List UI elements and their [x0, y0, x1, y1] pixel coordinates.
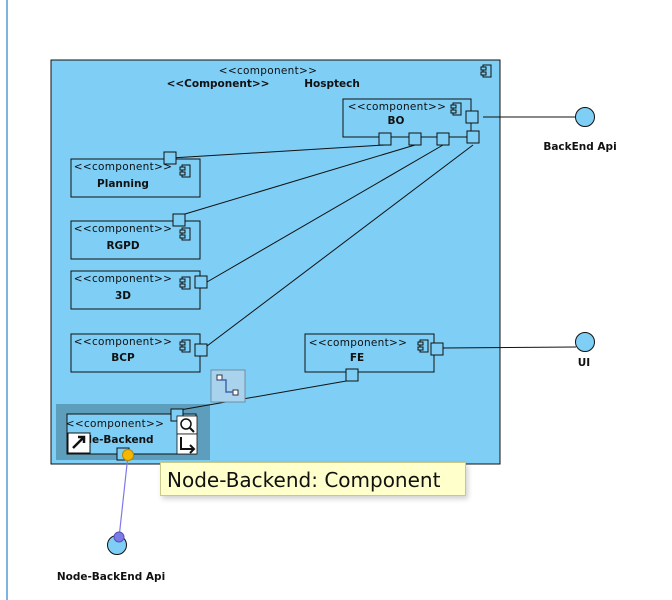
rgpd-stereotype: <<component>>	[74, 223, 173, 235]
component-3d[interactable]: <<component>> 3D	[70, 270, 201, 310]
port-bo-4	[466, 130, 480, 144]
port-fe-bottom	[345, 368, 359, 382]
port-rgpd	[172, 213, 186, 227]
connector-bcp-bo	[206, 144, 474, 347]
connector-tool-icon[interactable]	[210, 369, 246, 403]
node-backend-stereotype: <<component>>	[66, 418, 165, 430]
port-bo-external	[465, 110, 479, 124]
bcp-stereotype: <<component>>	[74, 336, 173, 348]
zoom-icon[interactable]	[176, 415, 198, 435]
bcp-name: BCP	[111, 352, 135, 364]
component-planning[interactable]: <<component>> Planning	[70, 158, 201, 198]
3d-name: 3D	[115, 290, 131, 302]
port-fe-external	[430, 342, 444, 356]
3d-stereotype: <<component>>	[74, 273, 173, 285]
node-backend-name: de-Backend	[84, 434, 153, 446]
connector-rgpd-bo	[184, 144, 416, 215]
hosptech-name: Hosptech	[304, 78, 360, 90]
connector-fe-ui	[442, 346, 577, 349]
component-bcp[interactable]: <<component>> BCP	[70, 333, 201, 373]
interface-ui[interactable]	[575, 332, 595, 352]
connector-node-fe	[179, 379, 353, 411]
connector-planning-bo	[170, 144, 386, 159]
interface-backend-api[interactable]	[575, 107, 595, 127]
bo-stereotype: <<component>>	[348, 101, 447, 113]
connector-endpoint-handle[interactable]	[113, 531, 125, 543]
port-3d	[194, 275, 208, 289]
fe-name: FE	[350, 352, 364, 364]
backend-api-label: BackEnd Api	[543, 141, 616, 153]
component-fe[interactable]: <<component>> FE	[304, 333, 435, 373]
connector-lines	[170, 116, 577, 411]
planning-stereotype: <<component>>	[74, 161, 173, 173]
component-bo[interactable]: <<component>> BO	[342, 98, 472, 138]
ports	[116, 110, 480, 461]
hosptech-type-label: <<Component>>	[167, 78, 270, 90]
fe-stereotype: <<component>>	[309, 337, 408, 349]
connector-node-backend-api	[118, 454, 129, 539]
port-bo-1	[378, 132, 392, 146]
bo-name: BO	[388, 115, 405, 127]
node-backend-api-label: Node-BackEnd Api	[57, 571, 165, 583]
ui-label: UI	[578, 357, 590, 369]
planning-name: Planning	[97, 178, 149, 190]
port-bo-2	[408, 132, 422, 146]
hosptech-stereotype: <<component>>	[219, 65, 318, 77]
drag-handle[interactable]	[122, 449, 134, 461]
component-rgpd[interactable]: <<component>> RGPD	[70, 220, 201, 260]
move-icon[interactable]	[176, 433, 198, 455]
left-border-rule	[6, 0, 8, 600]
link-arrow-icon[interactable]	[67, 432, 91, 454]
port-planning	[163, 151, 177, 165]
tooltip: Node-Backend: Component	[160, 462, 466, 496]
port-bcp	[194, 343, 208, 357]
port-bo-3	[436, 132, 450, 146]
rgpd-name: RGPD	[106, 240, 139, 252]
connector-3d-bo	[206, 144, 444, 283]
